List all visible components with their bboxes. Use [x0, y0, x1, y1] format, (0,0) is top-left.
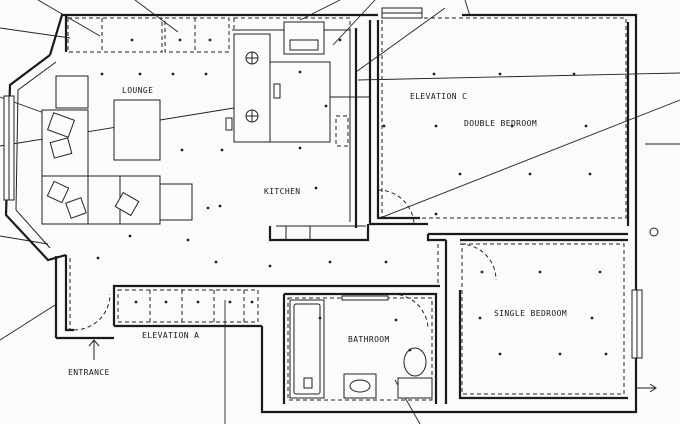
windows: [3, 7, 643, 359]
label-single-bedroom: SINGLE BEDROOM: [494, 309, 568, 318]
label-elevation-a: ELEVATION A: [142, 331, 200, 340]
label-elevation-c: ELEVATION C: [410, 92, 468, 101]
label-double-bedroom: DOUBLE BEDROOM: [464, 119, 538, 128]
edge-symbols: [636, 227, 659, 393]
entrance-arrow: [88, 339, 100, 360]
label-bathroom: BATHROOM: [348, 335, 390, 344]
label-kitchen: KITCHEN: [264, 187, 301, 196]
label-lounge: LOUNGE: [122, 86, 154, 95]
label-entrance: ENTRANCE: [68, 368, 110, 377]
socket-dots: [96, 38, 608, 356]
furniture: [41, 21, 433, 399]
